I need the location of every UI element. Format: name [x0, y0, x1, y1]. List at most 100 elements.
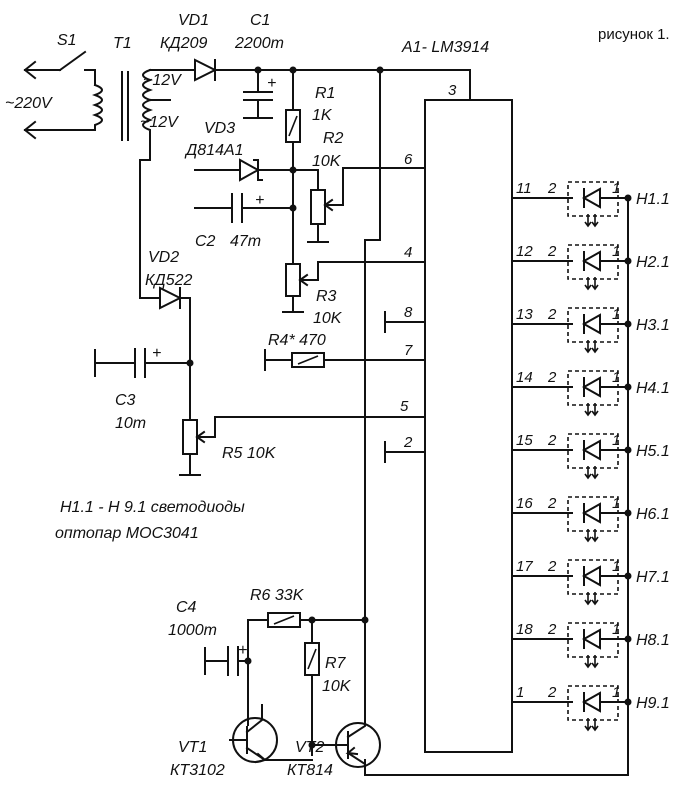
light-arrow-icon [584, 214, 592, 228]
led-ic-pin: 13 [516, 306, 533, 323]
led-diode-icon [581, 502, 601, 524]
r1-value: 1K [312, 107, 333, 124]
ic-pin-8: 8 [404, 304, 413, 321]
led-row: 12 2 1H2.1 [511, 243, 670, 291]
r1-label: R1 [315, 85, 335, 102]
ic-lm3914 [424, 99, 513, 753]
led-row: 13 2 1H3.1 [511, 306, 670, 354]
light-arrow-icon [584, 403, 592, 417]
led-name: H9.1 [636, 695, 670, 712]
svg-text:+: + [152, 345, 161, 362]
light-arrow-icon [584, 718, 592, 732]
ic-pin-3: 3 [448, 82, 457, 99]
led-cathode-pin: 1 [612, 684, 620, 701]
c4-value: 1000m [168, 622, 217, 639]
capacitor-c2: + C2 47m [194, 192, 294, 250]
capacitor-c3: + C3 10m [94, 345, 191, 432]
light-arrow-icon [584, 340, 592, 354]
light-arrow-icon [584, 277, 592, 291]
figure-label: рисунок 1. [598, 26, 670, 43]
c4-label: C4 [176, 599, 197, 616]
led-cathode-pin: 1 [612, 180, 620, 197]
vt2-label: VT2 [295, 739, 324, 756]
transformer-t1: T1 ~12V ~12V [92, 35, 182, 141]
vd3-label: VD3 [204, 120, 235, 137]
led-diode-icon [581, 439, 601, 461]
mains-input: ~220V S1 [5, 32, 96, 140]
led-anode-pin: 2 [547, 243, 557, 260]
c1-label: C1 [250, 12, 270, 29]
sec2-label: ~12V [140, 114, 179, 131]
led-name: H8.1 [636, 632, 670, 649]
note-line-2: оптопар МОС3041 [55, 525, 199, 542]
led-anode-pin: 2 [547, 306, 557, 323]
led-ic-pin: 14 [516, 369, 533, 386]
diode-vd2: VD2 КД522 [145, 249, 194, 421]
led-ic-pin: 1 [516, 684, 524, 701]
light-arrow-icon [591, 592, 599, 606]
diode-vd1: VD1 КД209 [160, 12, 218, 82]
light-arrow-icon [591, 340, 599, 354]
led-row: 1 2 1H9.1 [511, 684, 670, 732]
vd2-label: VD2 [148, 249, 179, 266]
led-diode-icon [581, 250, 601, 272]
led-name: H4.1 [636, 380, 670, 397]
svg-text:+: + [255, 192, 264, 209]
led-cathode-pin: 1 [612, 243, 620, 260]
light-arrow-icon [591, 277, 599, 291]
led-diode-icon [581, 565, 601, 587]
led-anode-pin: 2 [547, 684, 557, 701]
light-arrow-icon [591, 214, 599, 228]
svg-text:+: + [267, 75, 276, 92]
resistor-r3: R3 10K [282, 244, 426, 327]
vd3-type: Д814А1 [184, 142, 244, 159]
resistor-r6: R6 33K [247, 587, 369, 628]
light-arrow-icon [591, 403, 599, 417]
led-anode-pin: 2 [547, 432, 557, 449]
led-cathode-pin: 1 [612, 306, 620, 323]
potentiometer-r5: R5 10K [179, 416, 426, 476]
ic-pin-7: 7 [404, 342, 413, 359]
c3-label: C3 [115, 392, 136, 409]
led-ic-pin: 18 [516, 621, 533, 638]
led-name: H6.1 [636, 506, 670, 523]
light-arrow-icon [584, 592, 592, 606]
led-anode-pin: 2 [547, 495, 557, 512]
r4-label: R4* 470 [268, 332, 326, 349]
r2-label: R2 [323, 130, 344, 147]
light-arrow-icon [591, 529, 599, 543]
led-cathode-pin: 1 [612, 432, 620, 449]
led-ic-pin: 12 [516, 243, 533, 260]
r2-value: 10K [312, 153, 342, 170]
led-name: H7.1 [636, 569, 670, 586]
r3-label: R3 [316, 288, 337, 305]
vt1-label: VT1 [178, 739, 207, 756]
led-name: H5.1 [636, 443, 670, 460]
r5-label: R5 10K [222, 445, 277, 462]
led-anode-pin: 2 [547, 180, 557, 197]
transistor-vt2: VT2 КТ814 [287, 719, 381, 779]
resistor-r1: R1 1K [285, 69, 335, 246]
s1-label: S1 [57, 32, 77, 49]
vt1-type: КТ3102 [170, 762, 225, 779]
ic-pin-2: 2 [403, 434, 413, 451]
ic-pin-5: 5 [400, 398, 409, 415]
zener-vd3: VD3 Д814А1 [184, 120, 294, 182]
vd1-type: КД209 [160, 35, 207, 52]
vt2-type: КТ814 [287, 762, 333, 779]
led-name: H3.1 [636, 317, 670, 334]
light-arrow-icon [591, 466, 599, 480]
transistor-vt1: VT1 КТ3102 [170, 704, 313, 779]
led-ic-pin: 16 [516, 495, 533, 512]
led-name: H2.1 [636, 254, 670, 271]
light-arrow-icon [584, 655, 592, 669]
capacitor-c1: + C1 2200m [234, 12, 284, 119]
t1-label: T1 [113, 35, 132, 52]
